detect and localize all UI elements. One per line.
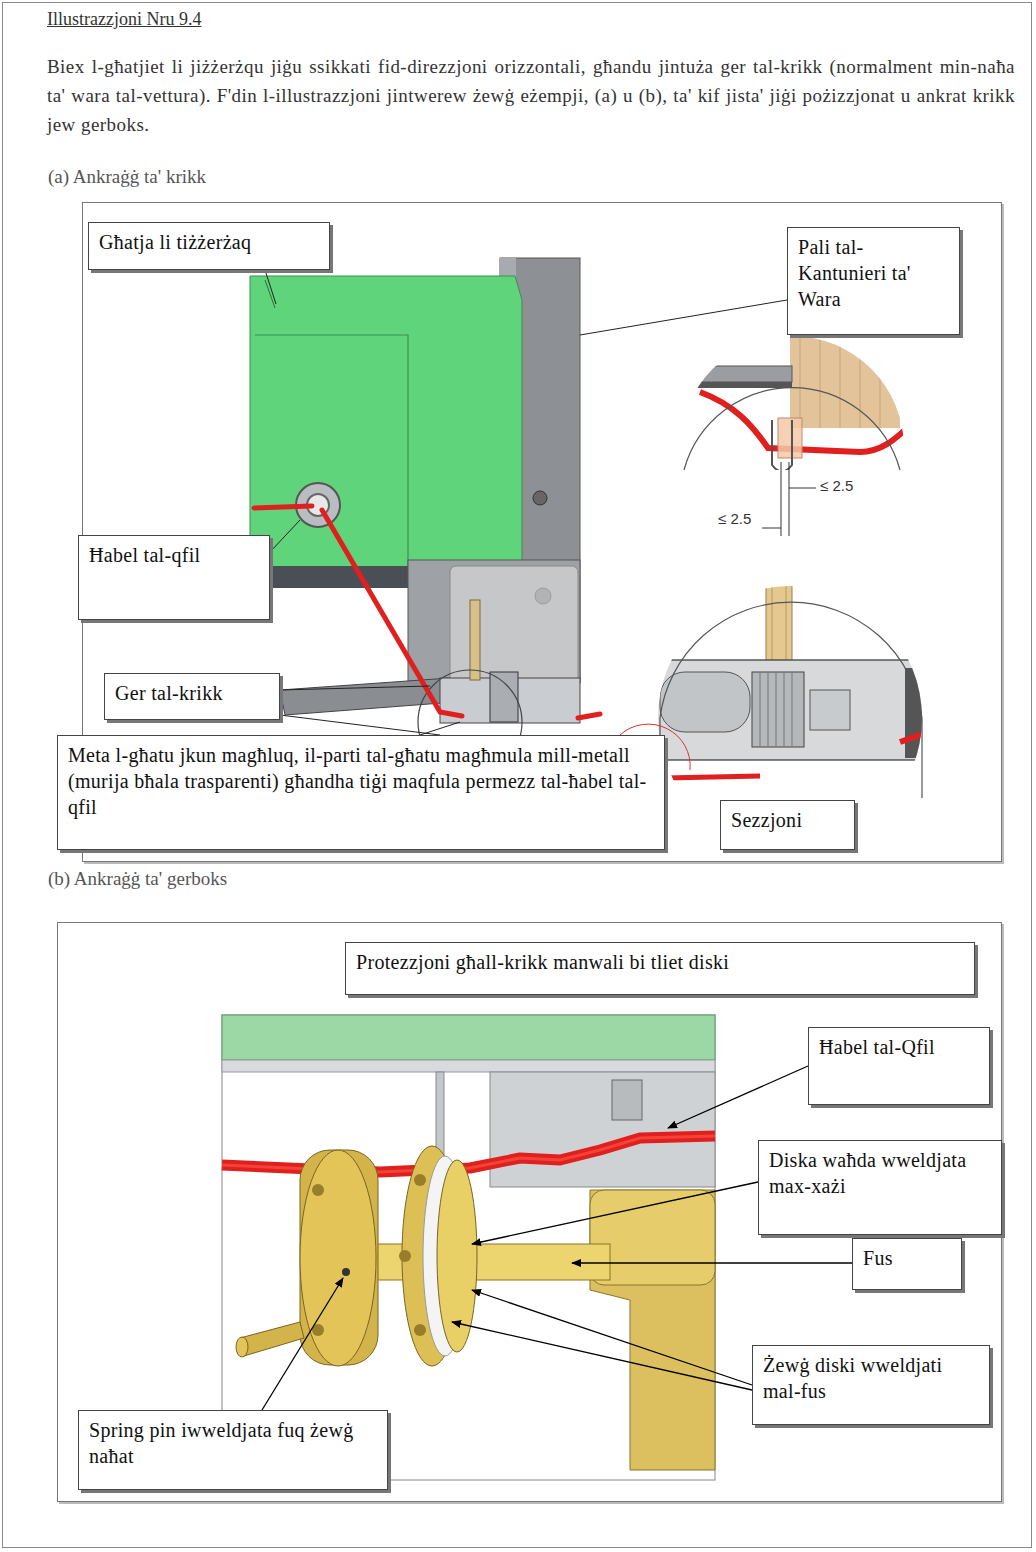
- callout-box: Ħabel tal-qfil: [78, 535, 270, 620]
- callout-box: Żewġ diski wweldjati mal-fus: [752, 1345, 990, 1425]
- panel-heading: (b) Ankraġġ ta' gerboks: [48, 868, 227, 890]
- callout-label: Ħabel tal-Qfil: [819, 1034, 979, 1060]
- panel-b: (b) Ankraġġ ta' gerboksProtezzjoni għall…: [44, 860, 1004, 1505]
- panel-a: (a) Ankraġġ ta' krikkGħatja li tiżżerżaq…: [44, 160, 1004, 864]
- callout-label: Diska waħda wweldjata max-xażi: [769, 1147, 991, 1199]
- callout-box: Pali tal-Kantunieri ta' Wara: [787, 227, 960, 335]
- panel-heading: (a) Ankraġġ ta' krikk: [48, 166, 206, 188]
- dimension-label: ≤ 2.5: [718, 510, 751, 527]
- callout-box: Fus: [852, 1238, 962, 1290]
- ratchet-illustration: [250, 258, 940, 800]
- callout-label: Sezzjoni: [731, 807, 844, 833]
- dimension-label: ≤ 2.5: [820, 477, 853, 494]
- callout-label: Fus: [863, 1245, 951, 1271]
- note-box: Meta l-għatu jkun magħluq, il-parti tal-…: [57, 735, 665, 850]
- callout-label: Ħabel tal-qfil: [89, 542, 259, 568]
- callout-box: Sezzjoni: [720, 800, 855, 850]
- callout-label: Pali tal-Kantunieri ta' Wara: [798, 234, 949, 312]
- callout-label: Għatja li tiżżerżaq: [99, 229, 319, 255]
- callout-label: Protezzjoni għall-krikk manwali bi tliet…: [356, 949, 964, 975]
- figure-title: Illustrazzjoni Nru 9.4: [47, 9, 201, 30]
- callout-label: Spring pin iwweldjata fuq żewġ naħat: [89, 1417, 377, 1469]
- callout-label: Ger tal-krikk: [115, 680, 269, 706]
- callout-box: Spring pin iwweldjata fuq żewġ naħat: [78, 1410, 388, 1490]
- callout-box: Ħabel tal-Qfil: [808, 1027, 990, 1105]
- callout-box: Protezzjoni għall-krikk manwali bi tliet…: [345, 942, 975, 995]
- callout-box: Ger tal-krikk: [104, 673, 280, 720]
- intro-paragraph: Biex l-għatjiet li jiżżerżqu jiġu ssikka…: [47, 52, 1015, 139]
- callout-label: Żewġ diski wweldjati mal-fus: [763, 1352, 979, 1404]
- callout-box: Diska waħda wweldjata max-xażi: [758, 1140, 1002, 1235]
- callout-box: Għatja li tiżżerżaq: [88, 222, 330, 270]
- callout-label: Meta l-għatu jkun magħluq, il-parti tal-…: [68, 742, 654, 820]
